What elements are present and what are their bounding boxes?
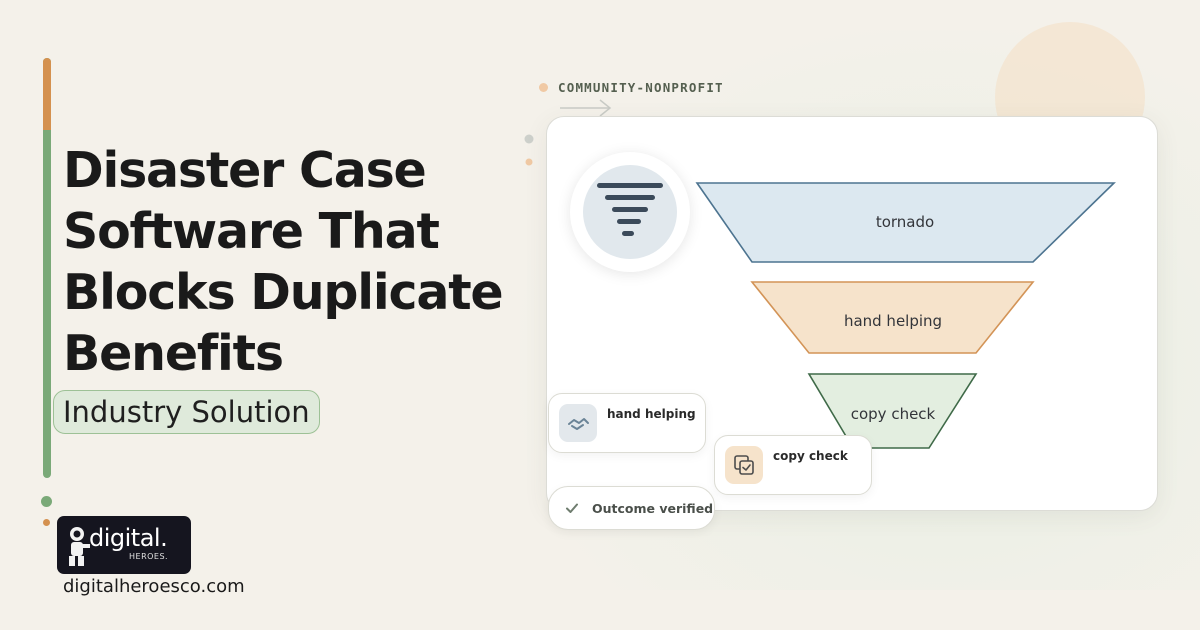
title-line: Software That (63, 203, 440, 260)
logo-subtitle: HEROES. (129, 552, 169, 561)
accent-bar (43, 58, 51, 478)
title-line: Benefits (63, 325, 284, 382)
check-icon (566, 503, 578, 513)
copy-check-icon (725, 446, 763, 484)
title-line: Blocks Duplicate (63, 264, 504, 321)
copy-check-card-label: copy check (773, 449, 848, 463)
industry-tag: Industry Solution (53, 390, 320, 434)
funnel-label-copy-check: copy check (850, 405, 936, 423)
brand-logo[interactable]: digital. HEROES. (57, 516, 191, 574)
logo-wordmark: digital. (89, 524, 168, 552)
copy-check-card[interactable]: copy check (714, 435, 872, 495)
page-title: Disaster Case Software That Blocks Dupli… (63, 140, 533, 384)
outcome-verified-chip[interactable]: Outcome verified (548, 486, 715, 530)
handshake-icon (559, 404, 597, 442)
category-label: COMMUNITY-NONPROFIT (558, 80, 724, 95)
funnel-label-hand-helping: hand helping (843, 312, 943, 330)
decorative-dot (43, 519, 50, 526)
website-url[interactable]: digitalheroesco.com (63, 576, 245, 597)
title-line: Disaster Case (63, 142, 427, 199)
funnel-label-tornado: tornado (875, 213, 935, 231)
outcome-verified-label: Outcome verified (592, 501, 714, 516)
decorative-dot (539, 83, 548, 92)
hand-helping-card-label: hand helping (607, 407, 696, 421)
hero-mascot-icon (69, 527, 90, 566)
filter-icon (583, 165, 677, 259)
accent-bar-highlight (43, 58, 51, 130)
filter-badge (570, 152, 690, 272)
decorative-dot (41, 496, 52, 507)
hand-helping-card[interactable]: hand helping (548, 393, 706, 453)
